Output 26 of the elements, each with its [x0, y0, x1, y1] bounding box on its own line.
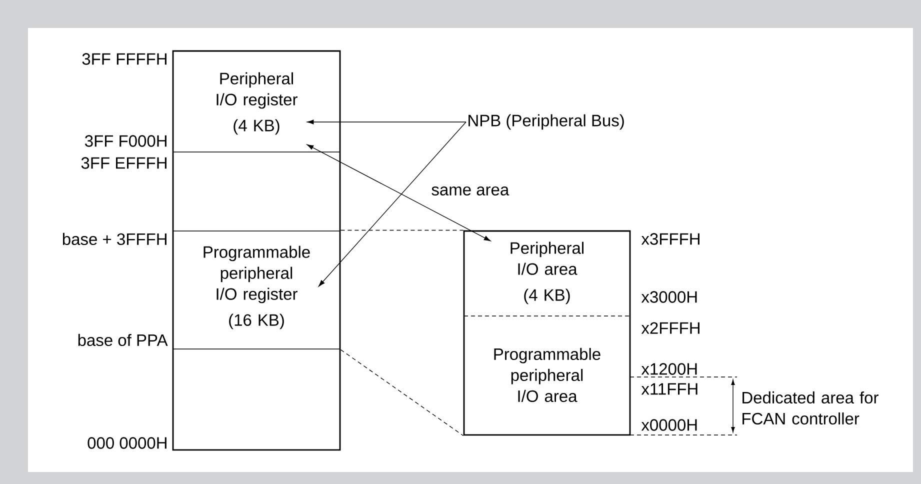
arrow	[318, 122, 466, 287]
address-label: x3000H	[641, 291, 697, 303]
address-label: 3FF EFFFH	[81, 157, 166, 169]
address-label: x11FFH	[641, 383, 698, 395]
arrow	[306, 144, 491, 242]
address-label: 000 0000H	[88, 437, 166, 449]
address-label: 3FF F000H	[85, 135, 166, 147]
address-label: 3FF FFFFH	[82, 53, 166, 65]
address-label: x2FFFH	[641, 322, 700, 334]
address-label: x0000H	[641, 419, 697, 431]
memory-map-box	[463, 230, 631, 436]
memory-region: Programmable peripheral I/O register (16 KB)	[204, 246, 310, 330]
address-label: base of PPA	[78, 334, 168, 346]
edge-label: same area	[430, 185, 510, 196]
address-label: base + 3FFFH	[62, 232, 166, 246]
note-text: Dedicated area for FCAN controller	[742, 391, 878, 425]
memory-map-box	[172, 50, 341, 451]
bus-label: NPB (Peripheral Bus)	[468, 114, 624, 130]
projection-line	[340, 230, 464, 231]
memory-region: Peripheral I/O register (4 KB)	[216, 72, 298, 135]
arrow	[307, 120, 466, 124]
address-label: x1200H	[641, 363, 697, 375]
memory-region: Programmable peripheral I/O area	[494, 348, 600, 402]
address-label: x3FFFH	[641, 233, 700, 245]
projection-line	[340, 349, 464, 436]
memory-region: Peripheral I/O area (4 KB)	[510, 242, 584, 304]
